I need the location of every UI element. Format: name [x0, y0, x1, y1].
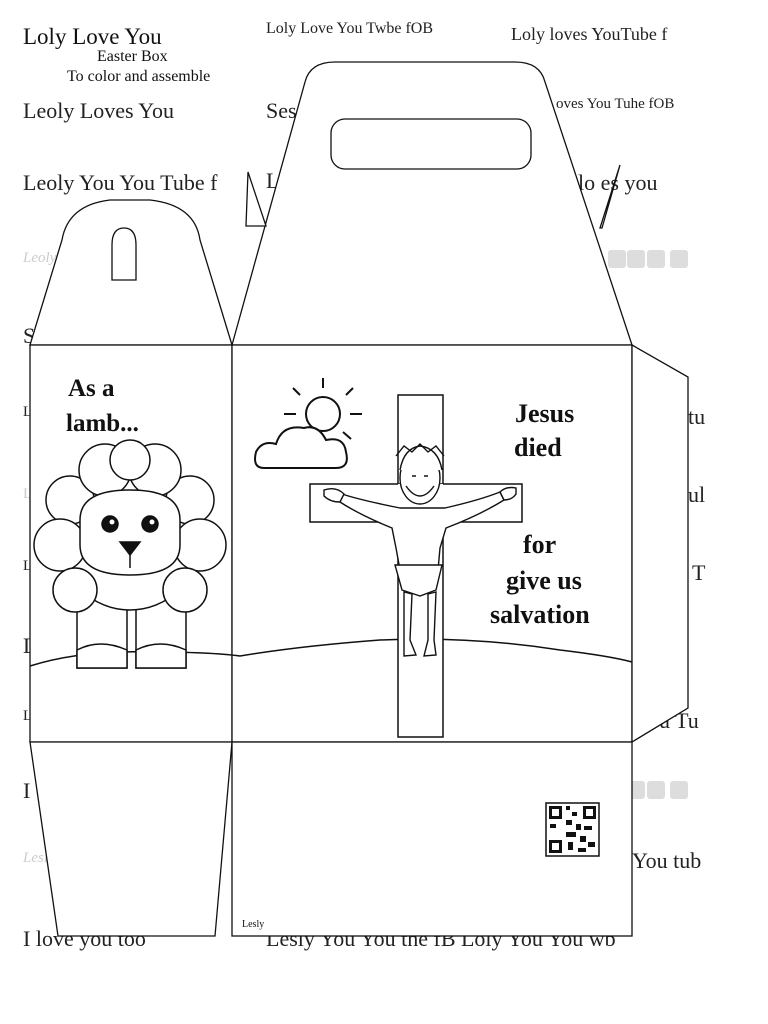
watermark-row7-right: ul: [688, 482, 706, 507]
jesus-figure: [323, 443, 517, 657]
lamb-caption-line1: As a: [68, 375, 115, 402]
watermark-row4-left: Leoly: [23, 250, 57, 266]
page-subtitle: Easter Box: [97, 48, 168, 65]
watermark-row10-left: L: [23, 708, 33, 724]
watermark-top-center: Loly Love You Twbe fOB: [266, 20, 434, 37]
cloud-icon: [254, 426, 348, 469]
left-side-tab: [245, 171, 267, 227]
main-handle-hole: [330, 118, 532, 170]
jesus-text-line3: for: [523, 530, 556, 559]
jesus-text-line2: died: [514, 433, 562, 462]
page-instruction: To color and assemble: [67, 68, 211, 85]
right-glue-flap: [631, 343, 689, 744]
watermark-row2-left: Leoly Loves You: [23, 98, 174, 123]
bottom-left-flap: [29, 741, 233, 937]
watermark-row8-left: L: [23, 558, 33, 574]
jesus-text-line1: Jesus: [515, 399, 574, 428]
artist-signature: Lesly: [242, 919, 264, 930]
lamb-illustration: [33, 439, 227, 669]
qr-code-icon: [545, 802, 600, 857]
page-title: Loly Love You: [23, 24, 162, 49]
watermark-top-right: Loly loves YouTube f: [511, 24, 668, 44]
sun-icon: [284, 378, 362, 440]
main-handle-flap: [231, 61, 633, 346]
watermark-row7-left: L: [23, 486, 33, 502]
watermark-row2-right: oves You Tuhe fOB: [556, 96, 675, 112]
watermark-row11-left: I: [23, 778, 31, 803]
watermark-row3-left: Leoly You You Tube f: [23, 170, 218, 195]
watermark-row8-right: T: [692, 560, 706, 585]
right-side-tab: [599, 164, 621, 229]
jesus-text-line4: give us: [506, 566, 582, 595]
watermark-row6-right: tu: [688, 404, 706, 429]
instagram-icon: [647, 250, 665, 799]
watermark-row2-mid: Ses: [266, 98, 297, 123]
watermark-row12-right: You tub: [632, 848, 702, 873]
ground-line: [29, 638, 633, 667]
blogger-icon: [670, 250, 688, 799]
jesus-text-line5: salvation: [490, 600, 590, 629]
watermark-row6-left: L: [23, 404, 33, 420]
left-handle-hole: [111, 227, 137, 281]
lamb-caption-line2: lamb...: [66, 410, 139, 437]
